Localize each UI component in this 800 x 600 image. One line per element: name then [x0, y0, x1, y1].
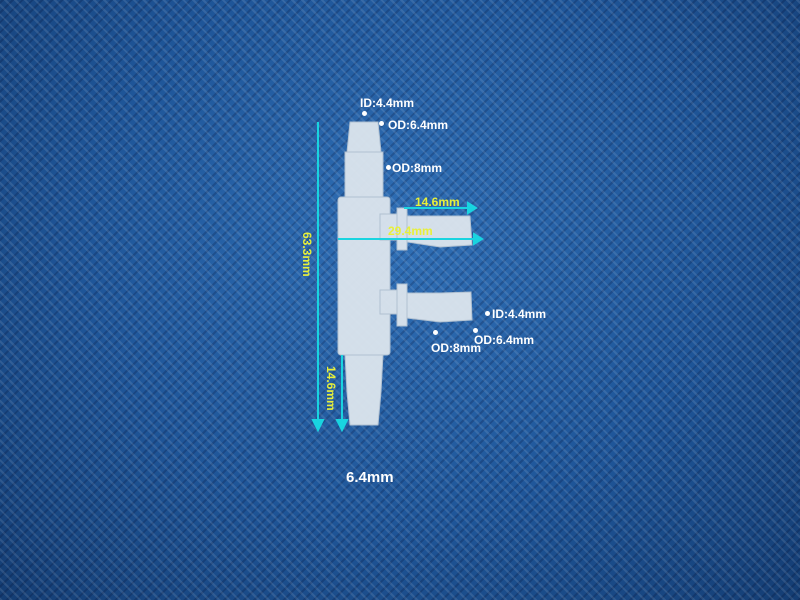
top-barb	[346, 121, 382, 153]
height-arrow-head	[311, 419, 325, 433]
size-caption: 6.4mm	[346, 469, 394, 486]
marker-dot	[433, 330, 438, 335]
top-stem	[344, 151, 384, 198]
marker-dot	[362, 111, 367, 116]
side-id-label: ID:4.4mm	[492, 307, 547, 321]
width-arrow-head	[473, 232, 484, 246]
branch-length-label: 14.6mm	[415, 195, 460, 209]
bottom-barb	[344, 354, 384, 426]
lower-branch-barb	[406, 291, 473, 323]
bottom-length-label: 14.6mm	[324, 366, 338, 411]
bottom-arrow-head	[335, 419, 349, 433]
total-height-label: 63.3mm	[300, 232, 314, 277]
lower-branch-collar	[396, 283, 408, 327]
marker-dot	[473, 328, 478, 333]
total-width-label: 29.4mm	[388, 224, 433, 238]
top-od-large-label: OD:8mm	[392, 161, 443, 175]
marker-dot	[485, 311, 490, 316]
marker-dot	[379, 121, 384, 126]
side-od-large-label: OD:8mm	[431, 341, 482, 355]
top-id-label: ID:4.4mm	[360, 96, 415, 110]
side-od-small-label: OD:6.4mm	[474, 333, 535, 347]
marker-dot	[386, 165, 391, 170]
top-od-small-label: OD:6.4mm	[388, 118, 449, 132]
branch-arrow-head	[467, 201, 478, 215]
